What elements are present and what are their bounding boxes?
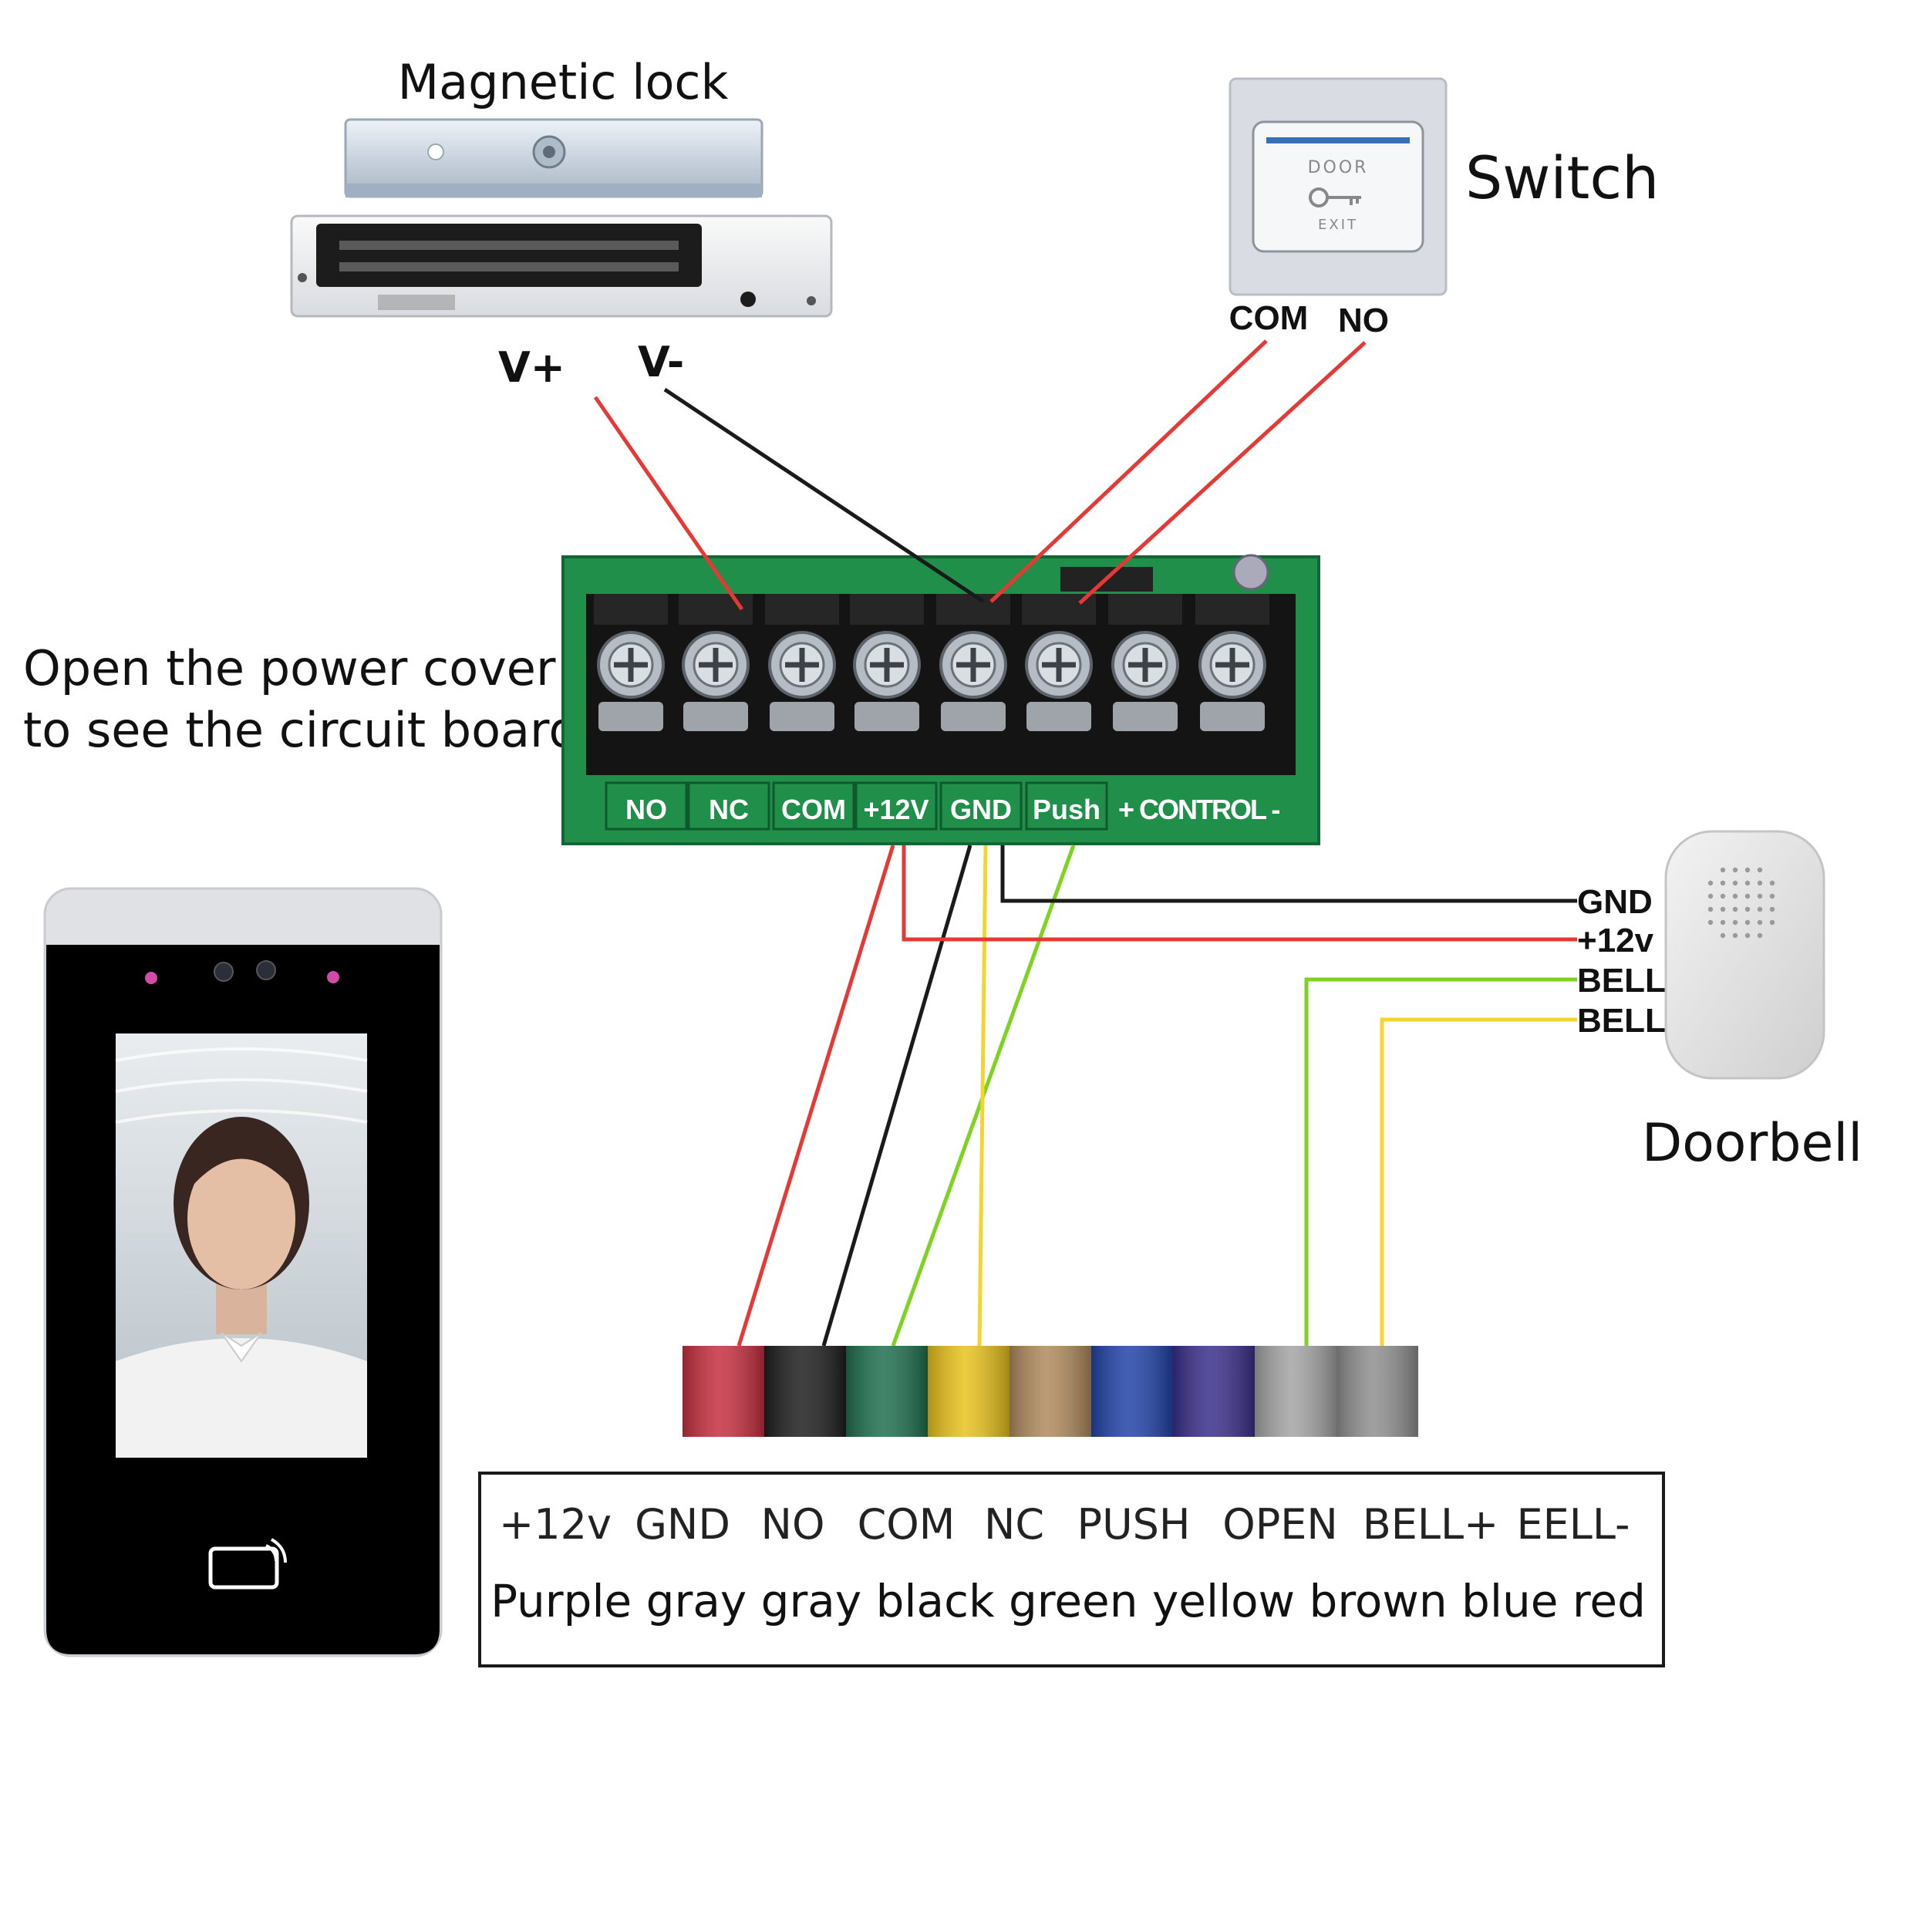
wire-yellow [977,845,988,1347]
wires [593,339,1577,1347]
legend-border [478,1472,1665,1667]
terminal-screws [594,594,1269,731]
cable-end [1255,1346,1336,1437]
terminal-screw [594,594,668,731]
doorbell-wire-label-bell1: BELL [1577,962,1666,1000]
wire-lock-vplus [593,396,744,611]
exit-switch-image: DOOR EXIT [1229,77,1448,296]
terminal-label: GND [950,794,1012,825]
terminal-label-box [1025,781,1108,831]
terminal-label: Push [1033,794,1101,825]
legend-function-label: PUSH [1077,1500,1191,1549]
lock-vplus-label: V+ [498,343,565,392]
cable-end [1010,1346,1091,1437]
power-cover-text-line2: to see the circuit board [23,702,579,758]
doorbell-wire-label-gnd: GND [1577,883,1653,921]
terminal-label-box [687,781,770,831]
wire-switch-com [989,339,1268,603]
legend-function-row: +12v GND NO COM NC PUSH OPEN BELL+ EELL- [499,1500,1630,1549]
magnetic-lock-image [290,118,833,318]
legend-function-label: NO [761,1500,825,1549]
doorbell-wire-label-12v: +12v [1577,922,1654,959]
switch-com-label: COM [1229,299,1309,337]
cable-end [928,1346,1010,1437]
circuit-board: NO NC COM +12V GND Push + CONTROL - [561,554,1320,845]
legend-function-label: OPEN [1222,1500,1338,1549]
legend-function-label: COM [858,1500,956,1549]
speaker-grille-icon [1707,867,1775,939]
terminal-screw [1108,594,1182,731]
doorbell-title: Doorbell [1642,1113,1862,1174]
terminal-screw [1022,594,1096,731]
terminal-label: COM [781,794,846,825]
cable-end [764,1346,846,1437]
cable-end [1173,1346,1255,1437]
power-cover-text-line1: Open the power cover [23,640,556,696]
legend-function-label: GND [635,1500,730,1549]
wire-doorbell-bell2 [1380,1017,1577,1346]
terminal-label-box [854,781,938,831]
legend-color-row: Purple gray gray black green yellow brow… [490,1575,1646,1627]
legend-function-label: NC [984,1500,1044,1549]
doorbell-wire-label-bell2: BELL [1577,1002,1666,1040]
cable-end [683,1346,764,1437]
doorbell-image [1664,830,1825,1080]
terminal-label-box [772,781,855,831]
terminal-labels: NO NC COM +12V GND Push [605,781,1108,831]
wire-switch-no [1078,341,1367,605]
switch-no-label: NO [1338,302,1389,339]
legend-function-label: EELL- [1517,1500,1630,1549]
nfc-card-icon [208,1538,287,1590]
exit-switch-door-text: DOOR [1308,158,1369,177]
terminal-label: NO [625,794,667,825]
switch-title: Switch [1465,143,1659,212]
terminal-screw [936,594,1010,731]
wire-12v-red [736,845,895,1347]
wire-lock-vminus [663,387,985,604]
cable-end [1336,1346,1418,1437]
terminal-screw [765,594,839,731]
wire-doorbell-bell1 [1304,977,1577,1346]
cable-bundle [683,1346,1418,1437]
face-display-screen [115,1033,368,1458]
terminal-screw [850,594,924,731]
wire-doorbell-12v [902,845,1577,942]
ir-led-right [327,971,339,983]
cable-end [846,1346,928,1437]
face-recognition-terminal [43,887,443,1657]
magnetic-lock-title: Magnetic lock [398,54,729,110]
camera-lens-right [256,960,276,980]
terminal-label-box [605,781,688,831]
terminal-label-control: + CONTROL - [1118,794,1279,825]
exit-switch-exit-text: EXIT [1318,217,1358,233]
lock-vminus-label: V- [638,338,684,386]
terminal-screw [1195,594,1269,731]
camera-lens-left [214,962,234,982]
board-capacitor [1232,554,1269,591]
terminal-label: NC [709,794,749,825]
terminal-screw [679,594,753,731]
terminal-label: +12V [863,794,929,825]
color-legend-table: +12v GND NO COM NC PUSH OPEN BELL+ EELL- Purple … [478,1472,1665,1667]
legend-function-label: +12v [499,1500,612,1549]
ir-led-left [145,972,157,984]
wire-gnd-black [821,845,972,1347]
cable-end [1091,1346,1173,1437]
legend-function-label: BELL+ [1363,1500,1499,1549]
wire-doorbell-gnd [1000,845,1577,903]
terminal-label-box [939,781,1023,831]
